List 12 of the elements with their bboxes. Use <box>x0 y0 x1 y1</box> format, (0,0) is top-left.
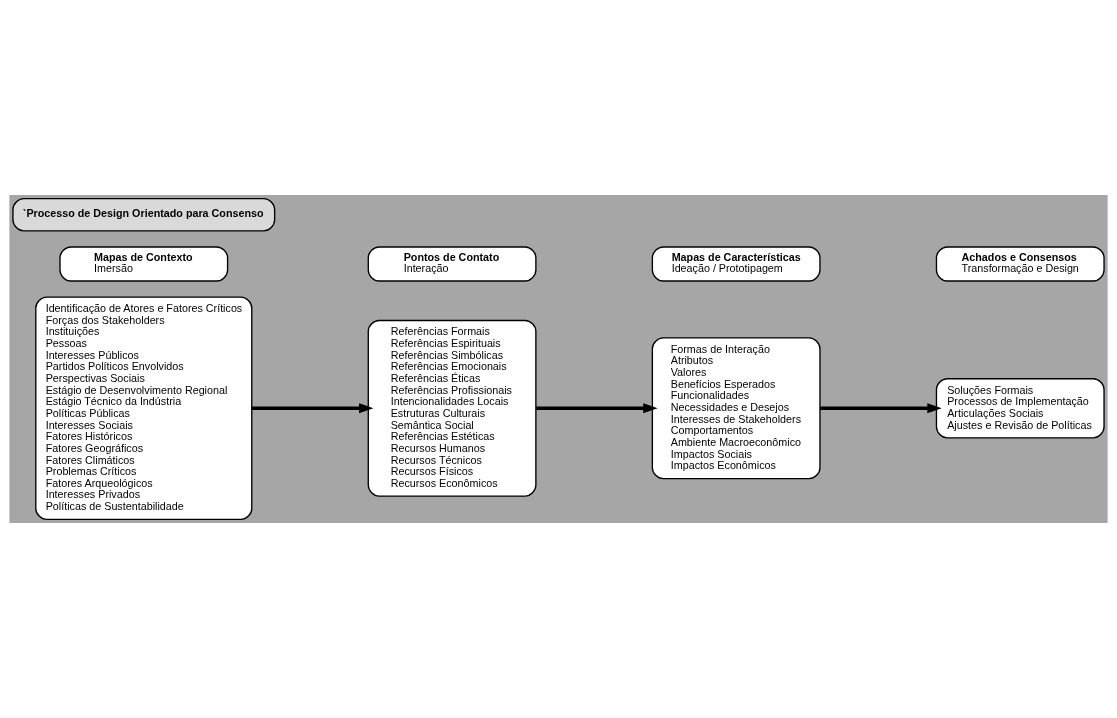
arrow <box>820 403 942 414</box>
arrow <box>251 403 374 414</box>
node-box: Pontos de Contato Interação <box>367 246 537 282</box>
node-box: Achados e Consensos Transformação e Design <box>935 246 1105 282</box>
node-box: Soluções Formais Processos de Implementação Articulações Sociais Ajustes e Revisão de Políticas <box>935 378 1105 439</box>
node-box: Formas de Interação Atributos Valores Benefícios Esperados Funcionalidades Necessidades e Desejos Interesses de Stakeholders Comportamentos Ambiente Macroeconômico Impactos Sociais Impactos Econômicos <box>651 337 821 480</box>
node-box: Identificação de Atores e Fatores Críticos Forças dos Stakeholders Instituições Pessoas Interesses Públicos Partidos Políticos Envolvidos Perspectivas Sociais Estágio de Desenvolvimento Regional Estágio Técnico da Indústria Políticas Públicas Interesses Sociais Fatores Históricos Fatores Geográficos Fatores Climáticos Problemas Críticos Fatores Arqueológicos Interesses Privados Políticas de Sustentabilidade <box>35 296 253 521</box>
arrow <box>536 403 658 414</box>
node-box: Referências Formais Referências Espirituais Referências Simbólicas Referências Emocionais Referências Éticas Referências Profissionais Intencionalidades Locais Estruturas Culturais Semântica Social Referências Estéticas Recursos Humanos Recursos Técnicos Recursos Físicos Recursos Econômicos <box>367 319 537 497</box>
node-box: Mapas de Contexto Imersão <box>59 246 229 282</box>
node-box: `Processo de Design Orientado para Consenso <box>12 197 276 232</box>
node-box: Mapas de Características Ideação / Prototipagem <box>651 246 821 282</box>
